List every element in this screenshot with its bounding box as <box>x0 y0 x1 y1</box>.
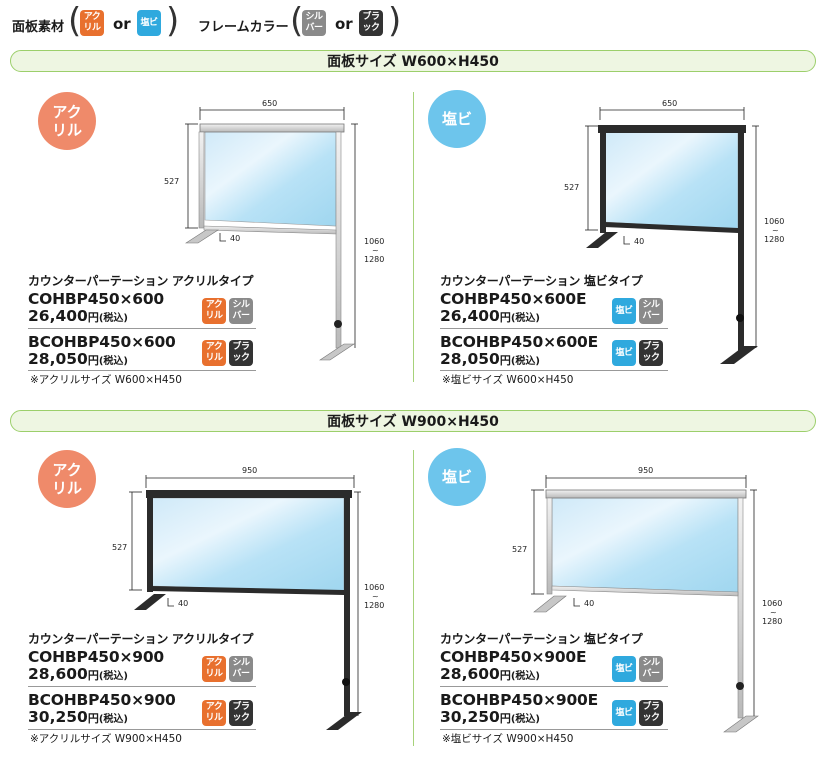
size-note: ※塩ビサイズ W600×H450 <box>442 374 574 386</box>
svg-text:~: ~ <box>372 592 379 601</box>
width-dimension: 950 <box>638 466 653 475</box>
product-code: COHBP450×600E <box>440 290 587 308</box>
black-badge: ブラック <box>229 340 253 366</box>
black-badge: ブラック <box>639 700 663 726</box>
height-dimension: 527 <box>564 183 579 192</box>
foot-dimension: 40 <box>584 599 594 608</box>
size-note: ※アクリルサイズ W900×H450 <box>30 733 182 745</box>
width-dimension: 650 <box>662 99 677 108</box>
column-divider <box>413 450 414 746</box>
height-dimension: 527 <box>164 177 179 186</box>
product-code: BCOHBP450×600E <box>440 333 598 351</box>
separator <box>440 686 668 687</box>
width-dimension: 650 <box>262 99 277 108</box>
acrylic-circle-badge: アクリル <box>38 450 96 508</box>
acrylic-badge: アクリル <box>202 340 226 366</box>
size-note: ※塩ビサイズ W900×H450 <box>442 733 574 745</box>
total-height-min: 1060 <box>364 583 384 592</box>
pvc-circle-badge: 塩ビ <box>428 90 486 148</box>
partition-diagram-silver-w900: 950 527 40 1060 ~ 1280 <box>512 466 782 733</box>
product-price: 28,050円(税込) <box>440 350 540 368</box>
paren-close-icon: ) <box>388 1 402 41</box>
product-price: 26,400円(税込) <box>440 307 540 325</box>
partition-diagram-black-w900: 950 527 40 1060 ~ 1280 <box>112 466 384 730</box>
product-code: COHBP450×900E <box>440 648 587 666</box>
pvc-badge: 塩ビ <box>612 700 636 726</box>
acrylic-badge: アクリル <box>80 10 104 36</box>
silver-badge: シルバー <box>639 656 663 682</box>
silver-badge: シルバー <box>639 298 663 324</box>
frame-color-label: フレームカラー <box>198 20 289 35</box>
silver-badge: シルバー <box>229 298 253 324</box>
product-title: カウンターパーテーション 塩ビタイプ <box>440 632 643 646</box>
section-band-w600: 面板サイズ W600×H450 <box>10 50 816 72</box>
acrylic-badge: アクリル <box>202 298 226 324</box>
svg-text:~: ~ <box>372 246 379 255</box>
separator <box>28 729 256 730</box>
paren-open-icon: ( <box>290 1 304 41</box>
svg-text:~: ~ <box>770 608 777 617</box>
product-price: 28,600円(税込) <box>28 665 128 683</box>
separator <box>440 370 668 371</box>
product-title: カウンターパーテーション アクリルタイプ <box>28 632 254 646</box>
black-badge: ブラック <box>639 340 663 366</box>
panel-material-label: 面板素材 <box>12 20 65 35</box>
product-code: BCOHBP450×600 <box>28 333 176 351</box>
pvc-badge: 塩ビ <box>612 340 636 366</box>
foot-dimension: 40 <box>230 234 240 243</box>
pvc-badge: 塩ビ <box>612 298 636 324</box>
separator <box>440 729 668 730</box>
svg-text:~: ~ <box>772 226 779 235</box>
product-code: COHBP450×600 <box>28 290 164 308</box>
black-badge: ブラック <box>359 10 383 36</box>
black-badge: ブラック <box>229 700 253 726</box>
product-price: 28,600円(税込) <box>440 665 540 683</box>
or-label: or <box>113 15 131 33</box>
product-title: カウンターパーテーション アクリルタイプ <box>28 274 254 288</box>
total-height-max: 1280 <box>364 255 384 264</box>
silver-badge: シルバー <box>302 10 326 36</box>
product-price: 28,050円(税込) <box>28 350 128 368</box>
partition-diagram-silver-w600: 650 527 40 1060 ~ 1280 <box>164 99 384 361</box>
product-price: 30,250円(税込) <box>28 708 128 726</box>
separator <box>440 328 668 329</box>
separator <box>28 328 256 329</box>
acrylic-badge: アクリル <box>202 656 226 682</box>
silver-badge: シルバー <box>229 656 253 682</box>
pvc-badge: 塩ビ <box>137 10 161 36</box>
column-divider <box>413 92 414 382</box>
foot-dimension: 40 <box>634 237 644 246</box>
height-dimension: 527 <box>112 543 127 552</box>
product-price: 30,250円(税込) <box>440 708 540 726</box>
product-code: COHBP450×900 <box>28 648 164 666</box>
width-dimension: 950 <box>242 466 257 475</box>
partition-diagram-black-w600: 650 527 40 1060 ~ 1280 <box>564 99 784 364</box>
total-height-max: 1280 <box>364 601 384 610</box>
separator <box>28 686 256 687</box>
height-dimension: 527 <box>512 545 527 554</box>
total-height-min: 1060 <box>762 599 782 608</box>
pvc-circle-badge: 塩ビ <box>428 448 486 506</box>
or-label: or <box>335 15 353 33</box>
product-price: 26,400円(税込) <box>28 307 128 325</box>
total-height-min: 1060 <box>364 237 384 246</box>
foot-dimension: 40 <box>178 599 188 608</box>
total-height-max: 1280 <box>764 235 784 244</box>
acrylic-circle-badge: アクリル <box>38 92 96 150</box>
paren-close-icon: ) <box>166 1 180 41</box>
product-code: BCOHBP450×900E <box>440 691 598 709</box>
product-code: BCOHBP450×900 <box>28 691 176 709</box>
acrylic-badge: アクリル <box>202 700 226 726</box>
total-height-min: 1060 <box>764 217 784 226</box>
total-height-max: 1280 <box>762 617 782 626</box>
section-band-w900: 面板サイズ W900×H450 <box>10 410 816 432</box>
pvc-badge: 塩ビ <box>612 656 636 682</box>
size-note: ※アクリルサイズ W600×H450 <box>30 374 182 386</box>
paren-open-icon: ( <box>68 1 82 41</box>
product-title: カウンターパーテーション 塩ビタイプ <box>440 274 643 288</box>
separator <box>28 370 256 371</box>
